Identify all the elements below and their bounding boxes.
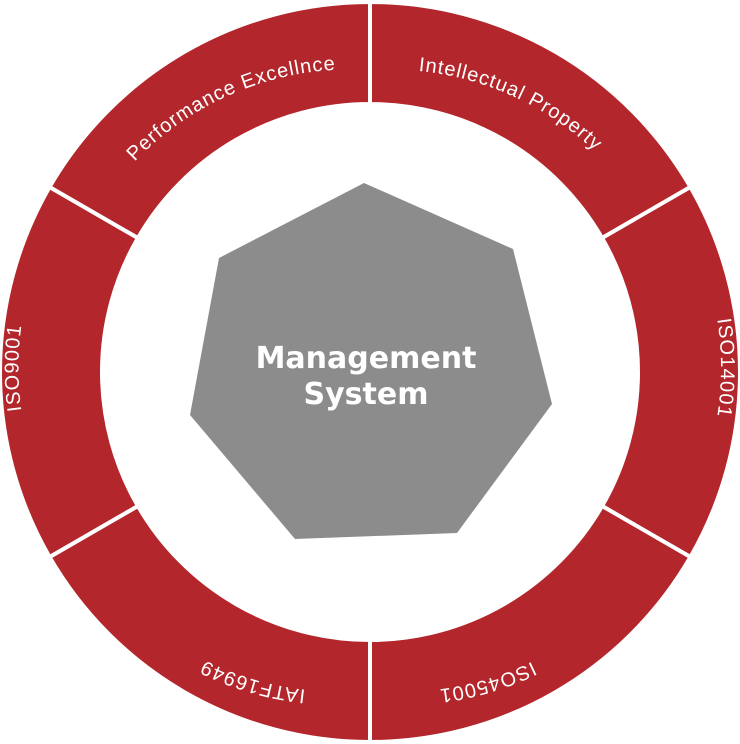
ring-segment-iso45001 (46, 503, 372, 744)
center-heptagon (190, 183, 552, 539)
center-title-line1: Management (256, 341, 477, 376)
ring-segment-iso9001 (46, 0, 372, 241)
center-title-line2: System (304, 377, 429, 412)
segment-label-iso14001: ISO14001 (712, 317, 738, 419)
ring-segment-performance-excellence (368, 0, 694, 241)
ring-segment-iso14001 (368, 503, 694, 744)
segment-label-iso9001: ISO9001 (1, 323, 26, 413)
